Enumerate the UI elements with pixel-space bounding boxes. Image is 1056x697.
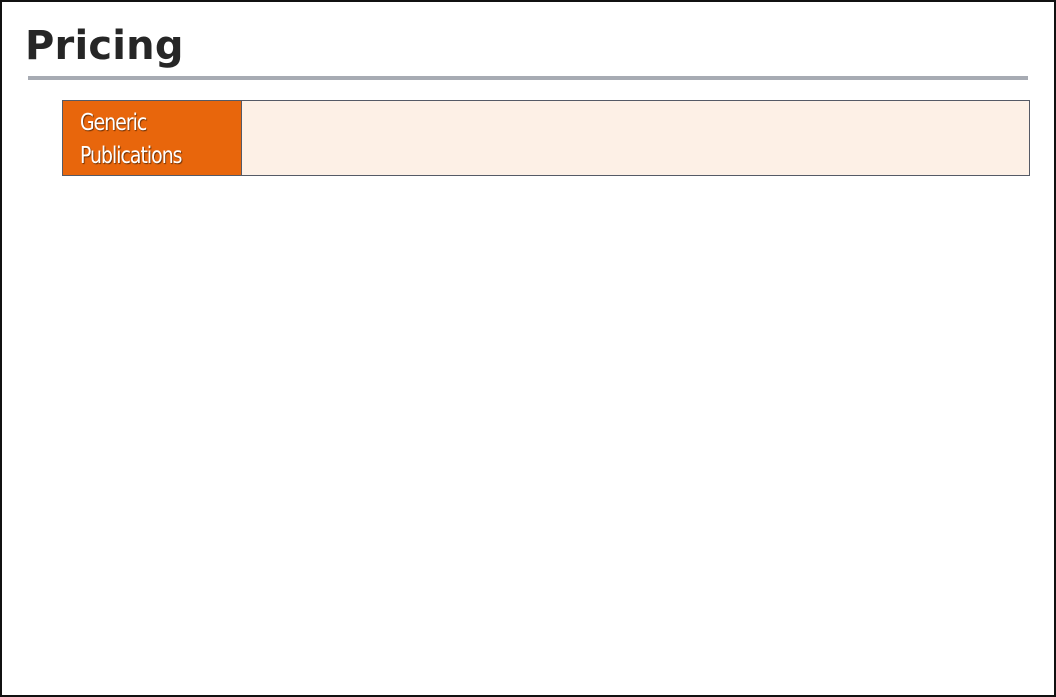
table-row: Generic Publications — [62, 100, 1030, 176]
row-label-cell: Generic Publications — [63, 101, 242, 175]
row-content-cell — [242, 101, 1029, 175]
row-label-line-2: Publications — [80, 143, 183, 169]
title-underline — [28, 76, 1028, 80]
slide-title: Pricing — [25, 23, 184, 69]
row-label-line-1: Generic — [80, 110, 147, 136]
